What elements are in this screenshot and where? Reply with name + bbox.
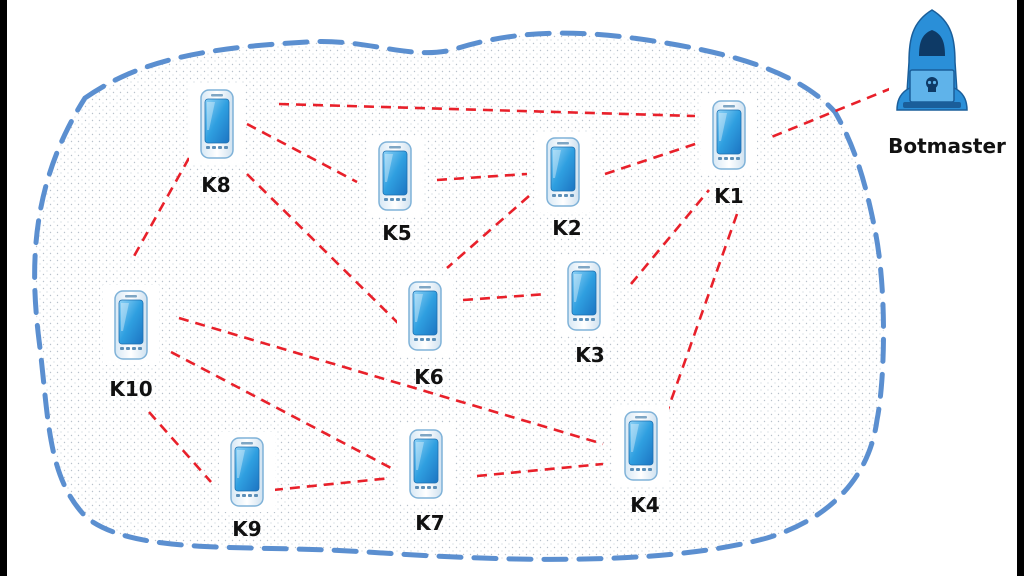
smartphone-icon xyxy=(535,132,591,212)
node-k6: K6 xyxy=(397,276,453,389)
smartphone-icon xyxy=(219,432,275,512)
link-k7-k4 xyxy=(476,462,604,478)
link-k1-k4 xyxy=(665,213,739,413)
link-k5-k2 xyxy=(436,172,528,182)
link-k8-k10 xyxy=(131,157,191,259)
node-k5: K5 xyxy=(367,136,423,245)
node-label-k3: K3 xyxy=(575,343,604,367)
node-label-k10: K10 xyxy=(109,377,152,401)
links-layer xyxy=(131,86,893,492)
node-label-k5: K5 xyxy=(382,221,411,245)
smartphone-icon xyxy=(367,136,423,216)
node-label-k9: K9 xyxy=(232,517,261,541)
node-label-k8: K8 xyxy=(201,173,230,197)
link-k10-k4 xyxy=(178,316,604,446)
node-label-k6: K6 xyxy=(414,365,443,389)
link-k8-k6 xyxy=(246,173,408,333)
node-k10: K10 xyxy=(103,285,159,401)
smartphone-icon xyxy=(103,285,159,365)
link-k3-k1 xyxy=(629,189,711,285)
smartphone-icon xyxy=(613,406,669,486)
smartphone-icon xyxy=(189,84,245,164)
botmaster-label: Botmaster xyxy=(888,134,1006,158)
smartphone-icon xyxy=(398,424,454,504)
node-k3: K3 xyxy=(556,256,612,367)
node-label-k2: K2 xyxy=(552,216,581,240)
link-k10-k9 xyxy=(148,411,212,483)
node-k8: K8 xyxy=(189,84,245,197)
node-k2: K2 xyxy=(535,132,591,240)
smartphone-icon xyxy=(701,95,757,175)
link-k2-k1 xyxy=(604,138,708,176)
link-botmaster-k1 xyxy=(768,86,893,140)
node-k9: K9 xyxy=(219,432,275,541)
smartphone-icon xyxy=(556,256,612,336)
link-k8-k1 xyxy=(278,102,696,118)
link-k10-k7 xyxy=(170,350,392,470)
smartphone-icon xyxy=(397,276,453,356)
link-k2-k6 xyxy=(446,195,530,269)
link-k8-k5 xyxy=(246,122,358,184)
hacker-hood-laptop-skull-icon xyxy=(889,4,977,122)
node-k7: K7 xyxy=(398,424,454,535)
node-k4: K4 xyxy=(613,406,669,517)
link-k6-k3 xyxy=(462,292,548,302)
botnet-boundary xyxy=(32,30,886,562)
botmaster-node: Botmaster xyxy=(888,4,1006,158)
link-k9-k7 xyxy=(272,476,392,492)
node-k1: K1 xyxy=(701,95,757,208)
node-label-k4: K4 xyxy=(630,493,659,517)
node-label-k1: K1 xyxy=(714,184,743,208)
node-label-k7: K7 xyxy=(415,511,444,535)
